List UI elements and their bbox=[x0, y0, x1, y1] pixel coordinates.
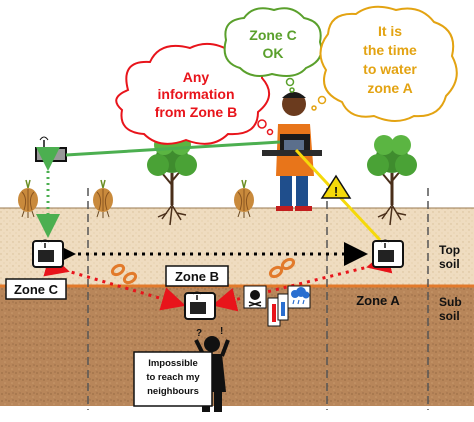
question-line2: information bbox=[158, 86, 235, 102]
water-time-bubble: It is the time to water zone A bbox=[311, 5, 458, 122]
svg-text:!: ! bbox=[220, 326, 223, 337]
broken-link-icon bbox=[110, 263, 138, 285]
zone-a-label: Zone A bbox=[356, 293, 400, 308]
water-line4: zone A bbox=[367, 80, 412, 96]
gateway-farmer-link bbox=[65, 140, 281, 157]
impossible-line3: neighbours bbox=[147, 386, 199, 397]
sensor-node-icon bbox=[184, 291, 216, 320]
zone-c-ok-bubble: Zone C OK bbox=[223, 7, 323, 93]
sensor-node-icon bbox=[372, 239, 404, 268]
top-soil-label-line1: Top bbox=[439, 243, 460, 257]
gateway-icon bbox=[35, 136, 67, 162]
sensor-node-icon bbox=[32, 239, 64, 268]
subsoil-layer bbox=[0, 286, 474, 406]
zone-a-zone-b-failed-link bbox=[212, 250, 393, 312]
sub-soil-label-line1: Sub bbox=[439, 295, 462, 309]
impossible-line1: Impossible bbox=[148, 358, 198, 369]
water-line2: the time bbox=[363, 42, 417, 58]
water-line1: It is bbox=[378, 23, 402, 39]
zone-c-ok-line2: OK bbox=[263, 45, 284, 61]
top-soil-label-line2: soil bbox=[439, 257, 460, 271]
zone-c-ok-line1: Zone C bbox=[249, 27, 296, 43]
question-line3: from Zone B bbox=[155, 104, 237, 120]
svg-text:?: ? bbox=[196, 328, 202, 339]
zone-c-label-box bbox=[5, 278, 67, 300]
svg-text:!: ! bbox=[334, 184, 338, 199]
broken-link-icon bbox=[268, 257, 296, 279]
zone-c-label: Zone C bbox=[14, 282, 59, 297]
zone-b-label: Zone B bbox=[175, 269, 219, 284]
question-line1: Any bbox=[183, 69, 210, 85]
sub-soil-label-line2: soil bbox=[439, 309, 460, 323]
zone-b-question-bubble: Any information from Zone B bbox=[115, 42, 274, 145]
water-line3: to water bbox=[363, 61, 417, 77]
impossible-sign: Impossible to reach my neighbours bbox=[133, 351, 213, 407]
impossible-line2: to reach my bbox=[146, 372, 200, 383]
zone-b-label-box bbox=[165, 265, 229, 287]
rain-cloud-icon bbox=[287, 285, 311, 309]
thermometer-icon bbox=[267, 293, 289, 327]
farmer-laptop-icon bbox=[262, 92, 322, 211]
poison-icon bbox=[243, 285, 267, 309]
warning-icon: ! bbox=[320, 174, 352, 199]
